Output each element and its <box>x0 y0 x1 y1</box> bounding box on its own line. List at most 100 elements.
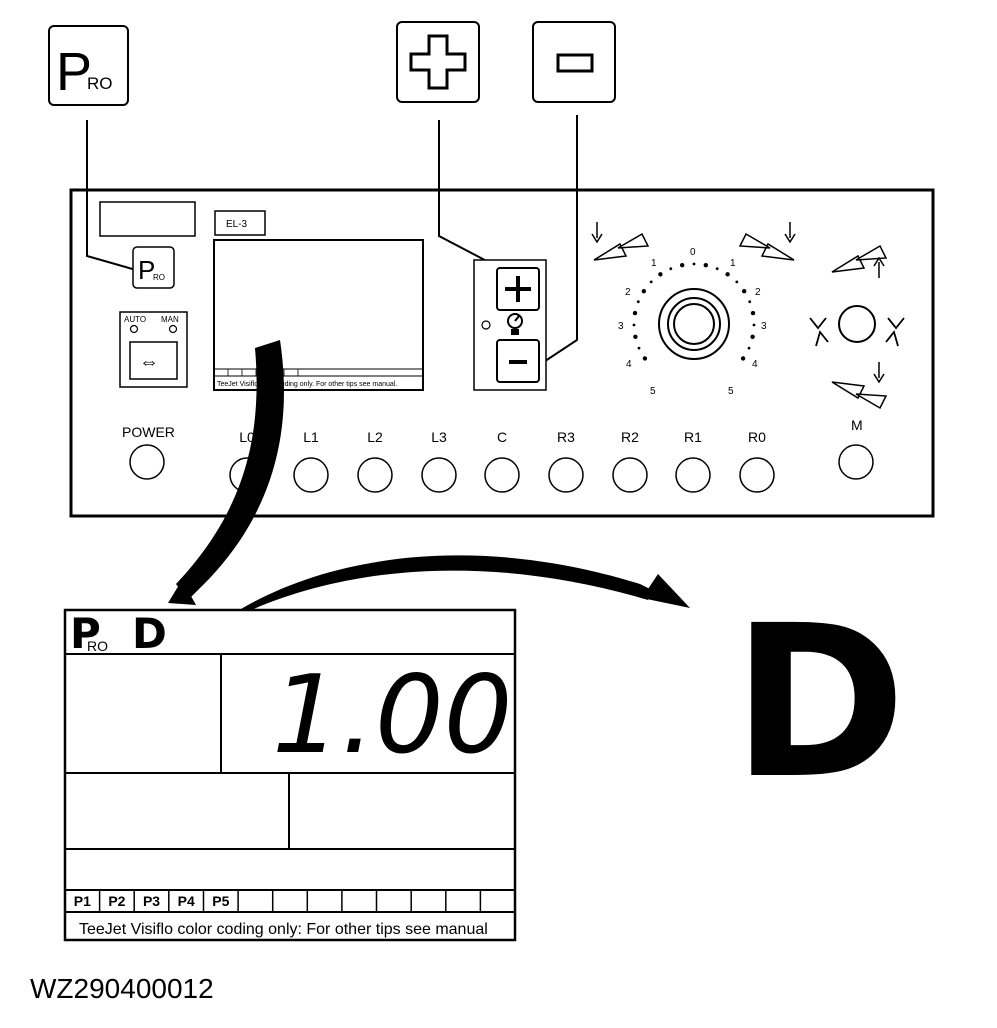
callout-arrow-display <box>176 340 284 600</box>
section-button-2[interactable]: L2 <box>357 429 393 493</box>
section-button-circle[interactable] <box>421 457 457 493</box>
mode-button-group[interactable]: M <box>838 417 874 480</box>
section-button-label: L1 <box>303 429 319 445</box>
console-display: TeeJet Visiflo color coding only. For ot… <box>213 239 424 391</box>
section-button-label: L3 <box>431 429 447 445</box>
display-mode-letter: D <box>132 609 167 658</box>
power-button[interactable] <box>129 444 165 480</box>
section-button-label: R2 <box>621 429 639 445</box>
callout-arrowhead-indicator <box>642 574 690 608</box>
console-pro-sub: RO <box>153 273 165 282</box>
section-button-8[interactable]: R0 <box>739 429 775 493</box>
indicator-letter: D <box>732 580 906 825</box>
rate-led <box>481 320 491 330</box>
dial-dot <box>636 300 640 304</box>
dial-label-right-2: 2 <box>755 287 761 298</box>
console-plus-button[interactable] <box>496 267 540 311</box>
plus-leader-line <box>438 120 501 269</box>
section-button-label: L2 <box>367 429 383 445</box>
console-display-footer: TeeJet Visiflo color coding only. For ot… <box>217 381 397 388</box>
auto-label: AUTO <box>124 315 146 324</box>
section-button-4[interactable]: C <box>484 429 520 493</box>
section-button-label: L0 <box>239 429 255 445</box>
section-button-circle[interactable] <box>293 457 329 493</box>
section-button-circle[interactable] <box>739 457 775 493</box>
auto-led <box>129 324 139 334</box>
man-label: MAN <box>161 315 179 324</box>
callout-arrow-indicator <box>210 555 652 630</box>
pro-leader-line <box>86 120 137 271</box>
display-pro-letter: P <box>70 609 101 658</box>
dial-label-left-2: 2 <box>625 287 631 298</box>
dial-label-left-5: 5 <box>650 386 656 397</box>
section-button-7[interactable]: R1 <box>675 429 711 493</box>
dial-dot <box>742 289 747 294</box>
dial-dot <box>725 272 730 277</box>
model-badge: EL-3 <box>214 210 266 236</box>
section-button-6[interactable]: R2 <box>612 429 648 493</box>
boom-tilt-right-icon <box>738 222 796 261</box>
dial-label-left-4: 4 <box>626 359 632 370</box>
mode-button[interactable] <box>838 444 874 480</box>
boom-tilt-left-icon <box>591 222 650 261</box>
mode-button-label: M <box>851 417 863 433</box>
section-button-label: C <box>497 429 507 445</box>
dial-dot <box>750 334 755 339</box>
dial-dot <box>735 280 739 284</box>
section-button-circle[interactable] <box>484 457 520 493</box>
minus-key[interactable] <box>532 21 616 103</box>
fold-knob[interactable] <box>838 305 876 343</box>
dial-dot <box>649 280 653 284</box>
dial-label-left-1: 1 <box>651 258 657 269</box>
console-minus-button[interactable] <box>496 339 540 383</box>
dial-dot <box>752 323 756 327</box>
dial-scale-dots <box>632 262 756 361</box>
dial-dot <box>637 346 641 350</box>
boom-dial[interactable] <box>658 288 730 360</box>
section-button-1[interactable]: L1 <box>293 429 329 493</box>
dial-dot <box>632 323 636 327</box>
boom-raise-icon <box>831 244 888 278</box>
pro-key-letter: P <box>56 42 92 102</box>
preset-slot-3: P3 <box>143 893 160 909</box>
plus-key[interactable] <box>396 21 480 103</box>
preset-slot-4: P4 <box>178 893 195 909</box>
power-label: POWER <box>122 424 175 440</box>
dial-dot <box>703 263 708 268</box>
console-pro-letter: P <box>138 255 155 285</box>
console-plus-icon <box>505 276 531 302</box>
section-button-3[interactable]: L3 <box>421 429 457 493</box>
section-button-circle[interactable] <box>548 457 584 493</box>
dial-dot <box>747 346 751 350</box>
preset-slot-2: P2 <box>108 893 125 909</box>
fold-in-icon <box>809 317 829 347</box>
preset-slot-1: P1 <box>74 893 91 909</box>
man-led <box>168 324 178 334</box>
section-button-label: R0 <box>748 429 766 445</box>
section-button-circle[interactable] <box>357 457 393 493</box>
section-button-circle[interactable] <box>612 457 648 493</box>
section-buttons: L0 L1 L2 L3 C R3 R2 R1 R0 <box>229 429 775 493</box>
label-window <box>99 201 196 237</box>
pro-key[interactable]: P RO <box>48 25 129 106</box>
callout-arrowhead-display <box>168 580 196 605</box>
dial-label-right-3: 3 <box>761 321 767 332</box>
dial-dot <box>750 310 756 316</box>
auto-man-switch[interactable]: AUTO MAN ⇔ <box>119 311 188 388</box>
dial-dot <box>669 267 673 271</box>
dial-label-right-1: 1 <box>730 258 736 269</box>
dial-dot <box>658 272 663 277</box>
section-button-5[interactable]: R3 <box>548 429 584 493</box>
section-button-circle[interactable] <box>675 457 711 493</box>
boom-lower-icon <box>831 362 888 410</box>
power-button-group[interactable]: POWER <box>122 424 175 480</box>
dial-dot <box>740 356 746 361</box>
dial-dot <box>641 289 646 294</box>
console-pro-button[interactable]: P RO <box>132 246 175 289</box>
section-button-label: R3 <box>557 429 575 445</box>
dial-dot <box>642 356 648 361</box>
dial-label-right-5: 5 <box>728 386 734 397</box>
dial-dot <box>632 310 638 316</box>
dial-label-0: 0 <box>690 247 696 258</box>
